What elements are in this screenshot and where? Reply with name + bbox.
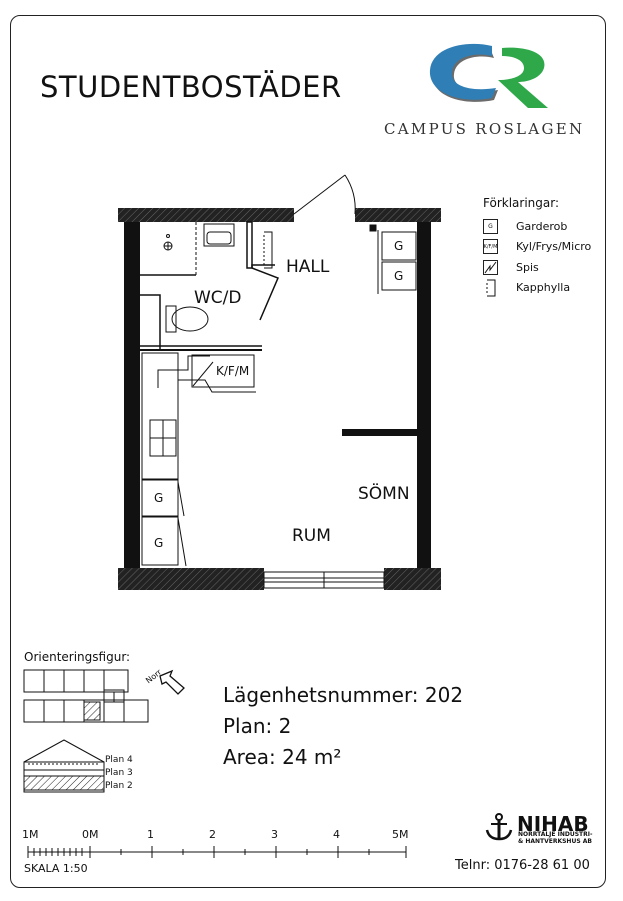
orientation-label: Orienteringsfigur: bbox=[24, 650, 131, 664]
wall-top-right bbox=[355, 208, 441, 222]
wc-wall-right bbox=[246, 221, 253, 269]
garderob-label: G bbox=[394, 239, 404, 253]
window bbox=[263, 571, 385, 589]
wall-top-left bbox=[118, 208, 294, 222]
garderob-label: G bbox=[394, 269, 404, 283]
scale-tick-label: 2 bbox=[209, 828, 216, 841]
legend-item: Spis bbox=[483, 257, 591, 278]
floor-label: Plan 4 bbox=[105, 755, 133, 765]
campus-roslagen-logo bbox=[429, 43, 548, 108]
company-name: NIHAB bbox=[517, 812, 589, 836]
wall-bottom-left bbox=[118, 568, 264, 590]
legend: Förklaringar: G Garderob K/F/M Kyl/Frys/… bbox=[483, 196, 591, 298]
floor-label: Plan 3 bbox=[105, 768, 133, 778]
legend-label: Kyl/Frys/Micro bbox=[516, 240, 592, 254]
garderob-symbol: G bbox=[483, 218, 498, 234]
apartment-plan: Plan: 2 bbox=[223, 714, 292, 738]
sink bbox=[203, 223, 235, 247]
apartment-number: Lägenhetsnummer: 202 bbox=[223, 683, 464, 707]
floor-label: Plan 2 bbox=[105, 781, 133, 791]
kfm-symbol: K/F/M bbox=[483, 239, 498, 255]
hall-wardrobe-1 bbox=[381, 231, 417, 261]
anchor-icon bbox=[485, 813, 513, 841]
kapphylla bbox=[264, 231, 273, 269]
room-label-hall: HALL bbox=[286, 257, 330, 277]
brand-name: CAMPUS ROSLAGEN bbox=[384, 120, 585, 138]
garderob-label: G bbox=[154, 536, 164, 550]
scale-tick-label: 0M bbox=[82, 828, 99, 841]
shower bbox=[140, 222, 197, 276]
north-arrow-icon bbox=[159, 669, 185, 695]
room-label-somn: SÖMN bbox=[358, 484, 410, 504]
room-label-wc: WC/D bbox=[194, 288, 242, 308]
scale-tick-label: 5M bbox=[392, 828, 409, 841]
scale-label: SKALA 1:50 bbox=[24, 862, 88, 875]
entrance-door bbox=[293, 174, 356, 215]
legend-item: G Garderob bbox=[483, 216, 591, 237]
somn-divider bbox=[342, 429, 417, 436]
wall-left bbox=[124, 222, 140, 570]
legend-label: Kapphylla bbox=[516, 281, 571, 295]
page-frame bbox=[10, 15, 606, 888]
wall-right bbox=[417, 222, 431, 570]
garderob-label: G bbox=[154, 491, 164, 505]
toilet bbox=[165, 305, 209, 333]
legend-item: Kapphylla bbox=[483, 278, 591, 299]
phone-number: Telnr: 0176-28 61 00 bbox=[455, 858, 590, 873]
rum-wardrobe-2 bbox=[141, 516, 179, 566]
legend-label: Garderob bbox=[516, 219, 568, 233]
apartment-area: Area: 24 m² bbox=[223, 745, 342, 769]
page-title: STUDENTBOSTÄDER bbox=[40, 70, 342, 104]
room-label-rum: RUM bbox=[292, 526, 331, 546]
scale-tick-label: 1 bbox=[147, 828, 154, 841]
spis-symbol bbox=[483, 259, 498, 275]
room-label-kfm: K/F/M bbox=[216, 364, 250, 378]
legend-item: K/F/M Kyl/Frys/Micro bbox=[483, 237, 591, 258]
company-subtitle: NORRTÄLJE INDUSTRI- & HANTVERKSHUS AB bbox=[518, 831, 593, 845]
scale-tick-label: 1M bbox=[22, 828, 39, 841]
wc-door bbox=[251, 267, 279, 321]
rum-wardrobe-1 bbox=[141, 479, 179, 517]
legend-label: Spis bbox=[516, 260, 539, 274]
kapphylla-symbol bbox=[483, 279, 498, 297]
wall-bottom-right bbox=[384, 568, 441, 590]
scale-tick-label: 4 bbox=[333, 828, 340, 841]
hall-wardrobe-2 bbox=[381, 261, 417, 291]
scale-tick-label: 3 bbox=[271, 828, 278, 841]
legend-heading: Förklaringar: bbox=[483, 196, 559, 210]
kfm-unit bbox=[191, 354, 255, 388]
